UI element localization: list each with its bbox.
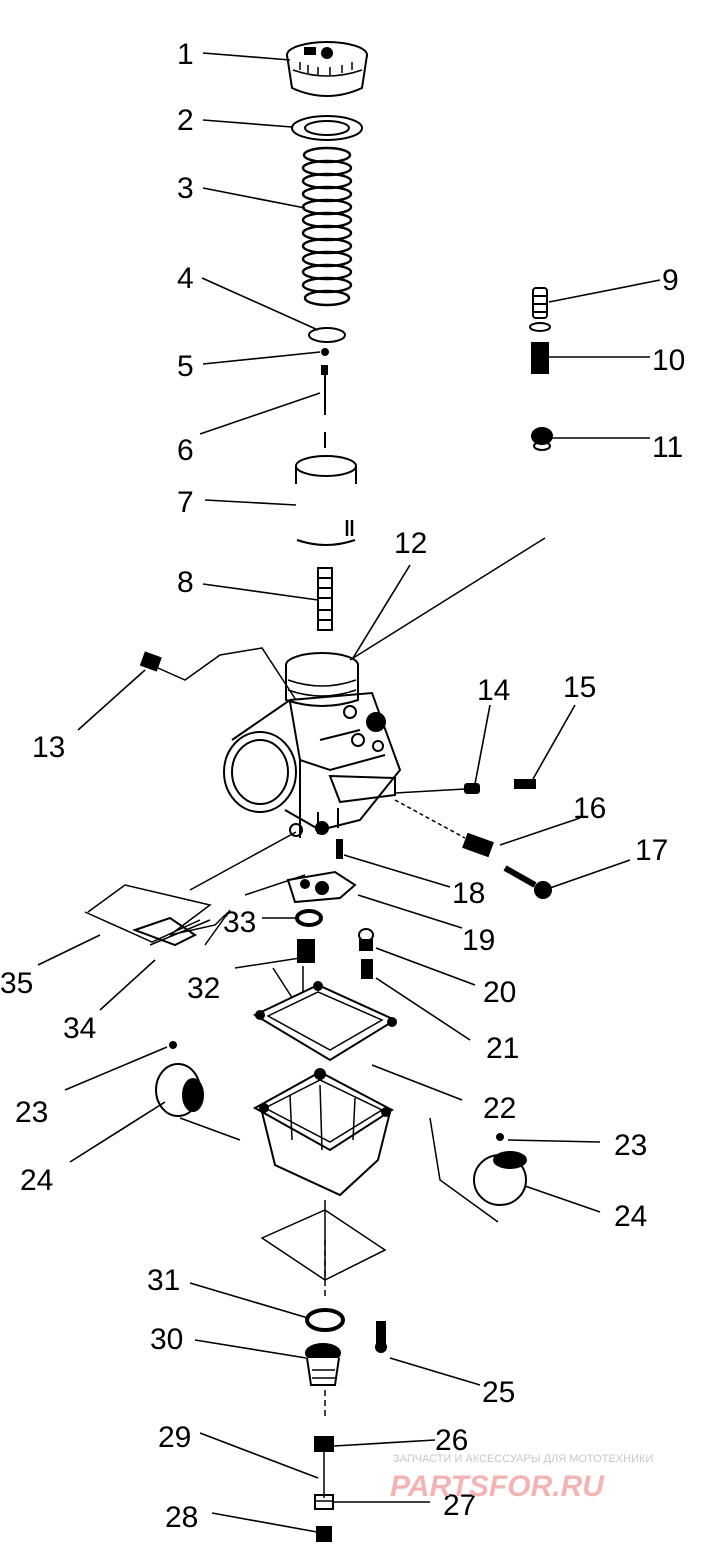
callout-17: 17: [635, 834, 668, 867]
part-bowl-gasket: [252, 981, 398, 1062]
watermark: ЗАПЧАСТИ И АКСЕССУАРЫ ДЛЯ МОТОТЕХНИКИ PA…: [390, 1453, 653, 1503]
callout-2: 2: [177, 104, 194, 137]
callout-19: 19: [462, 924, 495, 957]
callout-4: 4: [177, 262, 194, 295]
part-spring: [301, 146, 353, 307]
callout-13: 13: [32, 731, 65, 764]
part-float-left: [155, 1041, 204, 1117]
callout-16: 16: [573, 792, 606, 825]
callout-numbers: 1 2 3 4 5 6 7 8 9 10 11 12 13 14 15 16 1…: [0, 38, 685, 1534]
callout-12: 12: [394, 527, 427, 560]
part-bowl-screw: [375, 1321, 387, 1353]
callout-35: 35: [0, 967, 33, 1000]
callout-7: 7: [177, 486, 194, 519]
callout-27: 27: [443, 1489, 476, 1522]
callout-32: 32: [187, 972, 220, 1005]
part-needle-jet: [317, 567, 333, 631]
part-construction-lines: [179, 874, 499, 1420]
callout-24-left: 24: [20, 1164, 53, 1197]
part-o-ring: [295, 909, 323, 927]
callout-34: 34: [63, 1012, 96, 1045]
watermark-logo: PARTSFOR.RU: [390, 1470, 605, 1503]
callout-1: 1: [177, 38, 194, 71]
part-jet-needle: [321, 365, 328, 448]
part-idle-screw-spring: [394, 799, 494, 858]
watermark-tagline: ЗАПЧАСТИ И АКСЕССУАРЫ ДЛЯ МОТОТЕХНИКИ: [393, 1453, 653, 1465]
part-washer: [531, 427, 553, 451]
part-adjuster-screw: [394, 783, 480, 794]
part-air-screw: [529, 287, 551, 332]
callout-30: 30: [150, 1323, 183, 1356]
part-float-pin: [358, 928, 374, 979]
callout-23-right: 23: [614, 1129, 647, 1162]
callout-24-right: 24: [614, 1200, 647, 1233]
callout-11: 11: [652, 431, 683, 464]
part-choke-cable: [84, 831, 297, 947]
callout-29: 29: [158, 1421, 191, 1454]
part-drain-stack: [314, 1436, 334, 1542]
callout-25: 25: [482, 1376, 515, 1409]
callout-14: 14: [477, 674, 510, 707]
callout-21: 21: [486, 1032, 519, 1065]
part-float-right: [473, 1133, 527, 1206]
part-idle-screw: [503, 865, 552, 899]
callout-5: 5: [177, 350, 194, 383]
part-choke-plunger: [139, 647, 297, 701]
callout-33: 33: [223, 906, 256, 939]
callout-23-left: 23: [15, 1096, 48, 1129]
part-drain-plug: [305, 1343, 341, 1386]
callout-leaders: [37, 52, 661, 1533]
callout-26: 26: [435, 1424, 468, 1457]
callout-28: 28: [165, 1501, 198, 1534]
callout-10: 10: [652, 344, 685, 377]
part-gasket: [291, 115, 363, 141]
part-throttle-valve: [295, 455, 357, 546]
part-float-bowl: [252, 1068, 394, 1197]
callout-22: 22: [483, 1092, 516, 1125]
part-pilot-jet: [514, 779, 536, 789]
part-spring-small: [531, 342, 549, 374]
callout-31: 31: [147, 1264, 180, 1297]
part-float-arm: [286, 870, 357, 904]
callout-15: 15: [563, 671, 596, 704]
part-spring-seat: [308, 327, 346, 343]
part-cap: [286, 41, 368, 97]
part-carburetor-body: [223, 652, 402, 838]
part-clip: [321, 348, 329, 356]
callout-3: 3: [177, 172, 194, 205]
callout-8: 8: [177, 566, 194, 599]
callout-6: 6: [177, 434, 194, 467]
callout-9: 9: [662, 264, 679, 297]
callout-20: 20: [483, 976, 516, 1009]
callout-18: 18: [452, 877, 485, 910]
part-needle-valve: [336, 839, 343, 859]
part-bowl-ring: [305, 1308, 345, 1332]
